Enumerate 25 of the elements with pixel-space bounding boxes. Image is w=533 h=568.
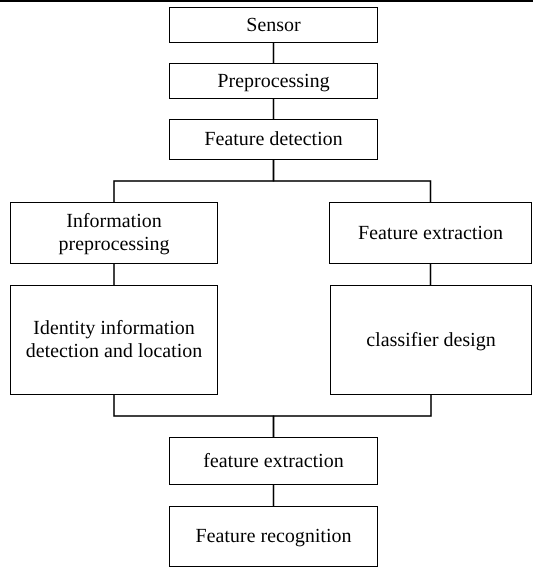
process-box <box>169 506 378 567</box>
box-label: Feature recognition <box>194 525 353 548</box>
connector-line <box>430 264 432 285</box>
process-box <box>330 285 532 395</box>
box-label: Feature extraction <box>357 222 504 244</box>
box-label: Information preprocessing <box>57 210 171 256</box>
connector-line <box>272 395 432 437</box>
box-label: Preprocessing <box>216 70 331 92</box>
box-label: Identity information detection and location <box>24 317 204 363</box>
process-box <box>169 437 378 485</box>
box-label: Sensor <box>245 14 302 36</box>
connector-line <box>272 485 274 506</box>
box-label: feature extraction <box>202 450 345 472</box>
process-box <box>169 63 378 99</box>
connector-line <box>272 160 432 202</box>
connector-line <box>272 99 274 119</box>
process-box <box>10 202 218 264</box>
box-label: Feature detection <box>203 128 344 151</box>
process-box <box>169 119 378 160</box>
process-box <box>169 7 378 43</box>
connector-line <box>272 43 274 63</box>
box-label: classifier design <box>365 328 497 352</box>
process-box <box>329 202 532 264</box>
process-box <box>10 285 218 395</box>
connector-line <box>113 264 115 285</box>
